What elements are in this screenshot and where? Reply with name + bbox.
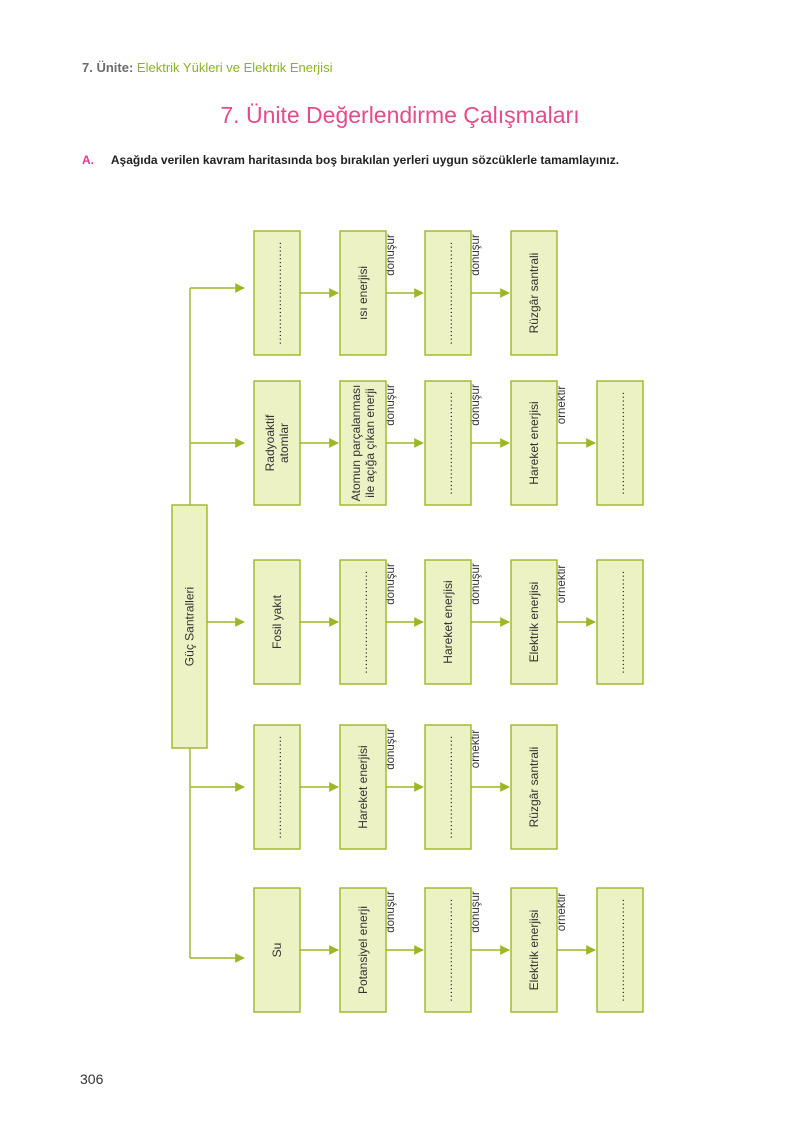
map-box-2-2: [339, 380, 387, 506]
connector-label: dönüşür: [470, 384, 482, 426]
connector-label: örnektir: [470, 730, 482, 769]
map-box-5-4: [510, 887, 558, 1013]
blank-field: ...........................: [356, 570, 370, 674]
blank-field: ...........................: [441, 391, 455, 495]
question-letter: A.: [82, 153, 94, 167]
map-box-5-3: [424, 887, 472, 1013]
map-box-label: Potansiyel enerji: [356, 906, 370, 994]
map-box-4-1: [253, 724, 301, 850]
map-box-1-2: [339, 230, 387, 356]
map-box-2-1: [253, 380, 301, 506]
blank-field: ...........................: [441, 898, 455, 1002]
unit-header: 7. Ünite: Elektrik Yükleri ve Elektrik E…: [82, 60, 332, 75]
map-box-3-3: [424, 559, 472, 685]
connector-label: dönüşür: [470, 563, 482, 605]
map-box-label: Elektrik enerjisi: [527, 910, 541, 991]
connector-label: dönüşür: [470, 234, 482, 276]
connector-label: örnektir: [556, 386, 568, 425]
map-box-label: Fosil yakıt: [270, 594, 284, 649]
connector-label: dönüşür: [385, 891, 397, 933]
page-title: 7. Ünite Değerlendirme Çalışmaları: [220, 102, 580, 128]
map-box-label: Su: [270, 943, 284, 958]
map-box-2-3: [424, 380, 472, 506]
map-box-1-3: [424, 230, 472, 356]
map-box-1-4: [510, 230, 558, 356]
connector-label: dönüşür: [385, 728, 397, 770]
connector-label: örnektir: [556, 893, 568, 932]
map-box-1-1: [253, 230, 301, 356]
unit-number: 7. Ünite:: [82, 60, 134, 75]
map-box-3-4: [510, 559, 558, 685]
map-box-label: Hareket enerjisi: [527, 401, 541, 484]
blank-field: ...........................: [613, 570, 627, 674]
connector-label: örnektir: [556, 565, 568, 604]
connector-label: dönüşür: [385, 234, 397, 276]
root-label: Güç Santralleri: [183, 587, 197, 666]
connector-label: dönüşür: [385, 384, 397, 426]
blank-field: ...........................: [613, 898, 627, 1002]
blank-field: ...........................: [441, 735, 455, 839]
map-box-4-4: [510, 724, 558, 850]
map-box-2-5: [596, 380, 644, 506]
map-box-label: Hareket enerjisi: [356, 745, 370, 828]
root-box: [171, 504, 208, 749]
connector-label: dönüşür: [385, 563, 397, 605]
map-box-label: Elektrik enerjisi: [527, 582, 541, 663]
blank-field: ...........................: [270, 735, 284, 839]
connector-label: dönüşür: [470, 891, 482, 933]
map-box-label: Hareket enerjisi: [441, 580, 455, 663]
map-box-5-5: [596, 887, 644, 1013]
page-number: 306: [80, 1071, 104, 1087]
map-box-5-2: [339, 887, 387, 1013]
map-box-4-2: [339, 724, 387, 850]
question-text: Aşağıda verilen kavram haritasında boş b…: [110, 153, 620, 167]
map-box-3-5: [596, 559, 644, 685]
blank-field: ...........................: [270, 241, 284, 345]
question: A. Aşağıda verilen kavram haritasında bo…: [82, 153, 619, 167]
unit-subject: Elektrik Yükleri ve Elektrik Enerjisi: [136, 60, 333, 75]
map-box-3-2: [339, 559, 387, 685]
map-box-label: Radyoaktifatomlar: [263, 414, 291, 471]
map-boxes: Güç Santralleri.........................…: [171, 230, 644, 1013]
map-box-label: Rüzgâr santrali: [527, 253, 541, 334]
blank-field: ...........................: [613, 391, 627, 495]
map-box-5-1: [253, 887, 301, 1013]
map-box-2-4: [510, 380, 558, 506]
map-wires: dönüşür dönüşür dönüşür dönüşür örnektir dönü…: [189, 234, 596, 963]
map-box-4-3: [424, 724, 472, 850]
map-box-label: Atomun parçalanmasıile açığa çıkan enerj…: [349, 385, 377, 502]
blank-field: ...........................: [441, 241, 455, 345]
map-box-3-1: [253, 559, 301, 685]
map-box-label: ısı enerjisi: [356, 266, 370, 320]
map-box-label: Rüzgâr santrali: [527, 747, 541, 828]
